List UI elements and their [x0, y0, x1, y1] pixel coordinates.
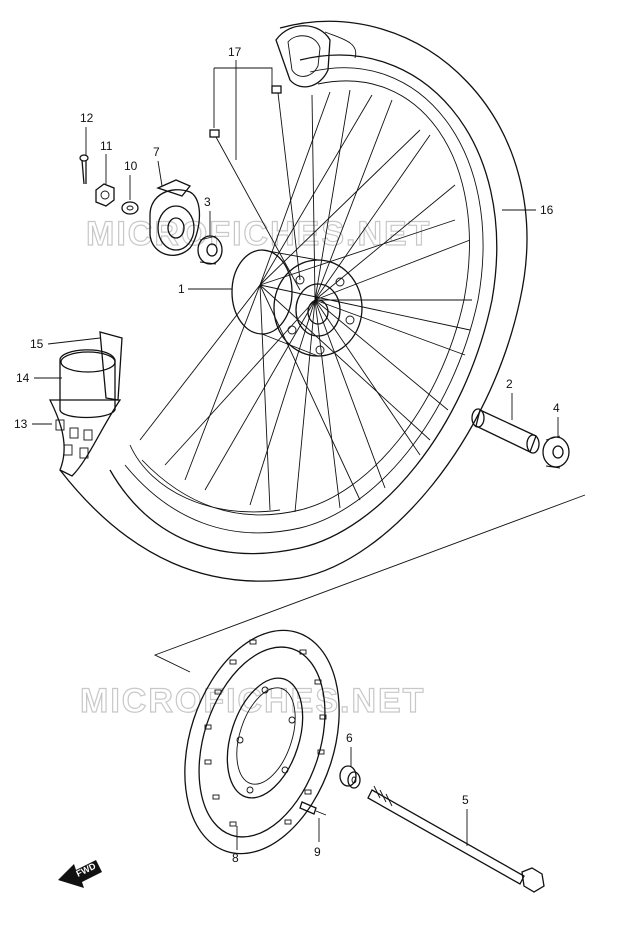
spoke-nipples [209, 85, 301, 291]
front-axle [367, 785, 545, 893]
fork-guard [48, 331, 123, 477]
callout-1: 1 [178, 282, 232, 296]
callout-9: 9 [314, 818, 321, 859]
callout-2: 2 [506, 377, 513, 420]
svg-text:10: 10 [124, 159, 138, 173]
callout-13: 13 [14, 417, 52, 431]
callout-4: 4 [553, 401, 560, 438]
svg-text:3: 3 [204, 195, 211, 209]
callout-11: 11 [100, 139, 113, 184]
callout-12: 12 [80, 111, 94, 156]
disc-bolt [299, 801, 327, 816]
callout-5: 5 [462, 793, 469, 846]
brake-disc [184, 629, 340, 855]
speedometer-gearbox [149, 179, 201, 256]
svg-text:11: 11 [100, 139, 113, 153]
collar-small [339, 765, 361, 789]
svg-text:16: 16 [540, 203, 554, 217]
axle-collar [471, 408, 540, 454]
callout-15: 15 [30, 337, 101, 351]
assembly-line [153, 494, 586, 673]
svg-text:6: 6 [346, 731, 353, 745]
spokes [139, 89, 472, 513]
callout-7: 7 [153, 145, 163, 187]
svg-text:9: 9 [314, 845, 321, 859]
tire-rim [59, 20, 528, 582]
svg-text:2: 2 [506, 377, 513, 391]
svg-text:4: 4 [553, 401, 560, 415]
svg-text:5: 5 [462, 793, 469, 807]
bearing-right [542, 435, 570, 469]
fwd-arrow-icon: FWD [58, 860, 102, 888]
svg-text:8: 8 [232, 851, 239, 865]
svg-text:15: 15 [30, 337, 44, 351]
svg-text:7: 7 [153, 145, 160, 159]
svg-text:12: 12 [80, 111, 94, 125]
svg-text:14: 14 [16, 371, 30, 385]
callout-17: 17 [213, 45, 273, 160]
callout-3: 3 [204, 195, 211, 236]
callout-14: 14 [16, 371, 62, 385]
rim-top-bracket [275, 25, 357, 88]
cotter-pin [79, 154, 89, 185]
axle-nut-small [95, 183, 115, 207]
callout-10: 10 [124, 159, 138, 200]
callout-8: 8 [232, 826, 239, 865]
svg-text:17: 17 [228, 45, 242, 59]
watermark-bottom: MICROFICHES.NET [80, 682, 425, 720]
svg-text:1: 1 [178, 282, 185, 296]
callout-16: 16 [502, 203, 554, 217]
svg-text:13: 13 [14, 417, 28, 431]
washer-hole [126, 205, 134, 211]
callout-6: 6 [346, 731, 353, 766]
wheel-hub [231, 249, 363, 357]
washer [121, 201, 139, 215]
